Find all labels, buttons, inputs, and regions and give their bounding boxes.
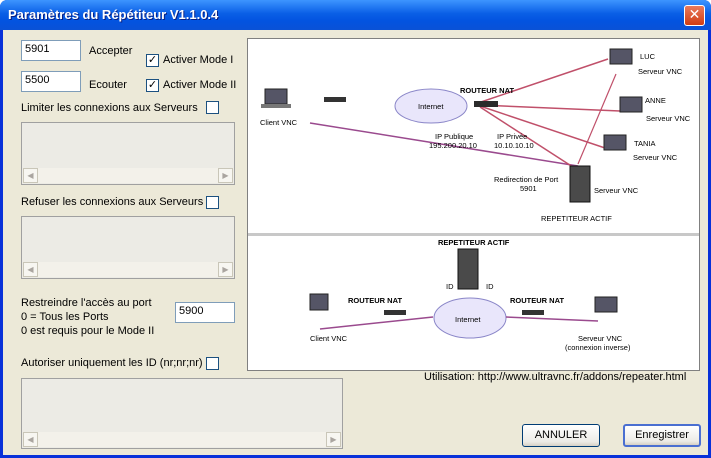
listen-port-input[interactable]: 5500 (21, 71, 81, 92)
horizontal-scrollbar[interactable]: ◀ ▶ (23, 432, 341, 447)
mode2-repeater-label: REPETITEUR ACTIF (438, 238, 510, 247)
mode2-server-note: (connexion inverse) (565, 343, 631, 352)
redirect-label: Redirection de Port (494, 175, 559, 184)
ip-private-label: IP Privée (497, 132, 527, 141)
usage-url[interactable]: Utilisation: http://www.ultravnc.fr/addo… (424, 371, 687, 383)
client-laptop-icon (264, 88, 288, 105)
mode2-router-right-icon (522, 310, 544, 315)
network-diagram: Internet ROUTEUR NAT Client VNC IP Publi… (247, 38, 700, 371)
repeater-tower-icon (569, 165, 591, 203)
mode1-client-label: Client VNC (260, 118, 298, 127)
mode2-server-laptop-icon (594, 296, 618, 313)
ip-public-label: IP Publique (435, 132, 473, 141)
limit-servers-label: Limiter les connexions aux Serveurs (21, 102, 198, 114)
mode2-id-left: ID (446, 282, 454, 291)
ip-public-value: 195.200.20.10 (429, 141, 477, 150)
restrict-port-input[interactable]: 5900 (175, 302, 235, 323)
anne-label: ANNE (645, 96, 666, 105)
limit-servers-checkbox[interactable] (206, 101, 219, 114)
mode1-internet-label: Internet (418, 102, 444, 111)
accept-label: Accepter (89, 45, 133, 57)
save-button[interactable]: Enregistrer (623, 424, 701, 447)
mode2-client-pc-icon (309, 293, 329, 311)
mode1-diagram: Internet ROUTEUR NAT Client VNC IP Publi… (260, 48, 691, 223)
mode2-repeater-tower-icon (457, 248, 479, 290)
mode1-repeater-label: REPETITEUR ACTIF (541, 214, 612, 223)
scroll-left-icon[interactable]: ◀ (23, 432, 38, 447)
accept-port-input[interactable]: 5901 (21, 40, 81, 61)
luc-laptop-icon (609, 48, 633, 65)
mode1-label: Activer Mode I (163, 54, 234, 66)
window-title: Paramètres du Répétiteur V1.1.0.4 (8, 7, 219, 22)
limit-servers-list[interactable]: ◀ ▶ (21, 122, 235, 185)
refuse-servers-list[interactable]: ◀ ▶ (21, 216, 235, 279)
allow-ids-checkbox[interactable] (206, 357, 219, 370)
network-diagram-svg: Internet ROUTEUR NAT Client VNC IP Publi… (248, 48, 699, 352)
horizontal-scrollbar[interactable]: ◀ ▶ (23, 262, 233, 277)
dialog-body: 5901 Accepter ✓ Activer Mode I 5500 Ecou… (3, 30, 708, 455)
restrict-port-line3: 0 est requis pour le Mode II (21, 325, 155, 337)
allow-ids-list[interactable]: ◀ ▶ (21, 378, 343, 449)
mode1-repeater-server-label: Serveur VNC (594, 186, 639, 195)
refuse-servers-label: Refuser les connexions aux Serveurs (21, 196, 204, 208)
scroll-right-icon[interactable]: ▶ (326, 432, 341, 447)
restrict-port-line1: Restreindre l'accès au port (21, 297, 152, 309)
scroll-left-icon[interactable]: ◀ (23, 262, 38, 277)
internet-cloud (394, 88, 468, 124)
mode2-checkbox[interactable]: ✓ (146, 79, 159, 92)
mode1-checkbox[interactable]: ✓ (146, 54, 159, 67)
mode2-label: Activer Mode II (163, 79, 237, 91)
cancel-button[interactable]: ANNULER (522, 424, 600, 447)
mode1-router-label: ROUTEUR NAT (460, 86, 514, 95)
anne-laptop-icon (619, 96, 643, 113)
check-icon: ✓ (147, 54, 158, 66)
redirect-value: 5901 (520, 184, 537, 193)
mode2-diagram: REPETITEUR ACTIF ID ID Internet ROUTEUR … (309, 238, 631, 352)
close-icon: ✕ (688, 7, 701, 23)
mode2-client-label: Client VNC (310, 334, 348, 343)
restrict-port-line2: 0 = Tous les Ports (21, 311, 109, 323)
luc-label: LUC (640, 52, 656, 61)
listen-label: Ecouter (89, 79, 127, 91)
router-icon (474, 101, 498, 107)
scroll-left-icon[interactable]: ◀ (23, 168, 38, 183)
mode2-router-left-label: ROUTEUR NAT (348, 296, 402, 305)
modem-icon (324, 97, 346, 102)
panel-separator (248, 233, 699, 236)
tania-server-label: Serveur VNC (633, 153, 678, 162)
mode2-router-left-icon (384, 310, 406, 315)
scroll-right-icon[interactable]: ▶ (218, 262, 233, 277)
mode2-router-right-label: ROUTEUR NAT (510, 296, 564, 305)
check-icon: ✓ (147, 79, 158, 91)
allow-ids-label: Autoriser uniquement les ID (nr;nr;nr) (21, 357, 203, 369)
ip-private-value: 10.10.10.10 (494, 141, 534, 150)
mode2-id-right: ID (486, 282, 494, 291)
close-button[interactable]: ✕ (684, 5, 705, 26)
mode2-internet-label: Internet (455, 315, 481, 324)
horizontal-scrollbar[interactable]: ◀ ▶ (23, 168, 233, 183)
tania-laptop-icon (603, 134, 627, 151)
anne-server-label: Serveur VNC (646, 114, 691, 123)
title-bar[interactable]: Paramètres du Répétiteur V1.1.0.4 ✕ (0, 0, 711, 30)
refuse-servers-checkbox[interactable] (206, 196, 219, 209)
mode2-server-label: Serveur VNC (578, 334, 623, 343)
scroll-right-icon[interactable]: ▶ (218, 168, 233, 183)
tania-label: TANIA (634, 139, 656, 148)
mode2-internet-cloud (433, 297, 507, 339)
luc-server-label: Serveur VNC (638, 67, 683, 76)
